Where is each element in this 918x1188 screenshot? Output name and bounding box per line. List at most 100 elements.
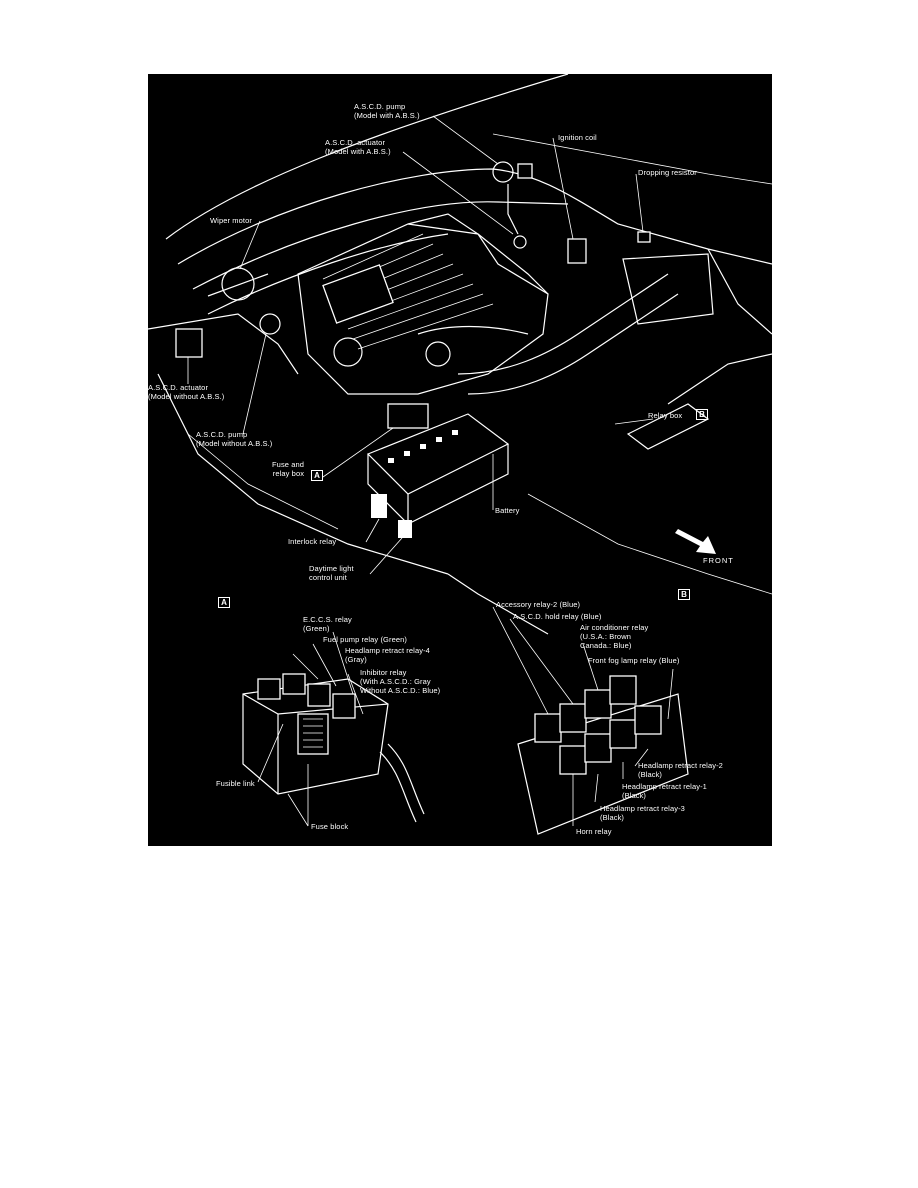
left-fender [148, 313, 299, 375]
label-line: A.S.C.D. pump [354, 102, 406, 111]
intake-duct-top [457, 273, 669, 375]
battery-side [367, 454, 409, 526]
diagram-panel: A.S.C.D. pump (Model with A.B.S.) A.S.C.… [148, 74, 772, 846]
label-headlamp-retract-2: Headlamp retract relay-2 (Black) [638, 761, 723, 779]
front-edge [527, 493, 772, 595]
cowl-line-2 [207, 233, 449, 315]
label-battery: Battery [495, 506, 520, 515]
interlock-relay-body [371, 494, 387, 518]
label-line: A.S.C.D. actuator [148, 383, 209, 392]
dropping-resistor-body [637, 231, 651, 243]
label-horn-relay: Horn relay [576, 827, 612, 836]
label-line: (Black) [600, 813, 625, 822]
label-line: Without A.S.C.D.: Blue) [360, 686, 441, 695]
label-front-fog-lamp-relay: Front fog lamp relay (Blue) [588, 656, 680, 665]
hood-edge [165, 74, 569, 240]
label-line: Headlamp retract relay-1 [622, 782, 707, 791]
label-line: control unit [309, 573, 347, 582]
engine-compartment-drawing [148, 74, 772, 835]
label-line: (Model without A.B.S.) [148, 392, 225, 401]
label-relay-box: Relay box [648, 411, 683, 420]
label-fuse-relay-box: Fuse and relay box [272, 460, 304, 478]
marker-b-engine: B [696, 409, 708, 420]
label-line: A.S.C.D. pump [196, 430, 248, 439]
label-accessory-relay-2: Accessory relay-2 (Blue) [496, 600, 581, 609]
throttle-circle [425, 341, 451, 367]
label-ascd-actuator-abs: A.S.C.D. actuator (Model with A.B.S.) [325, 138, 391, 156]
label-line: (U.S.A.: Brown [580, 632, 631, 641]
engine-block [297, 213, 549, 395]
label-ignition-coil: Ignition coil [558, 133, 597, 142]
marker-a-detail: A [218, 597, 230, 608]
label-interlock-relay: Interlock relay [288, 537, 337, 546]
battery-cell-4 [436, 437, 442, 442]
label-line: (Black) [638, 770, 663, 779]
label-line: E.C.C.S. relay [303, 615, 352, 624]
battery-cell-2 [404, 451, 410, 456]
wiper-motor-body [221, 267, 255, 301]
front-arrow [675, 529, 716, 554]
relay-box-b-detail [492, 606, 689, 835]
label-ascd-actuator-noabs: A.S.C.D. actuator (Model without A.B.S.) [148, 383, 224, 401]
right-fender [707, 248, 772, 335]
hood-line-2 [177, 168, 772, 265]
ascd-pump-noabs-body [259, 313, 281, 335]
air-cleaner [622, 253, 714, 325]
right-apron [667, 353, 772, 405]
battery-cell-1 [388, 458, 394, 463]
label-line: (Green) [303, 624, 330, 633]
intake-duct-bottom [467, 293, 679, 395]
label-inhibitor-relay: Inhibitor relay (With A.S.C.D.: Gray Wit… [360, 668, 440, 695]
label-line: relay box [272, 469, 305, 478]
label-headlamp-retract-1: Headlamp retract relay-1 (Black) [622, 782, 707, 800]
label-ascd-pump-abs: A.S.C.D. pump (Model with A.B.S.) [354, 102, 420, 120]
valve-cover-edge [407, 223, 549, 295]
label-fuse-block: Fuse block [311, 822, 349, 831]
label-line: Headlamp retract relay-2 [638, 761, 723, 770]
fuse-relay-box-body [387, 403, 429, 429]
label-line: Headlamp retract relay-4 [345, 646, 430, 655]
reservoir [333, 337, 363, 367]
label-wiper-motor: Wiper motor [210, 216, 252, 225]
battery-cell-3 [420, 444, 426, 449]
label-headlamp-retract-4: Headlamp retract relay-4 (Gray) [345, 646, 430, 664]
label-dropping-resistor: Dropping resistor [638, 168, 697, 177]
ascd-actuator-body [513, 235, 527, 249]
front-bumper-edge [447, 573, 549, 635]
left-apron [157, 373, 449, 575]
label-line: (Model without A.B.S.) [196, 439, 273, 448]
cowl-line [192, 201, 569, 290]
label-line: Inhibitor relay [360, 668, 407, 677]
plenum [322, 264, 394, 324]
ascd-pump-body [492, 161, 514, 183]
marker-a-engine: A [311, 470, 323, 481]
left-apron-2 [187, 433, 339, 530]
label-line: Headlamp retract relay-3 [600, 804, 685, 813]
ascd-hose [507, 184, 519, 235]
ignition-coil-body [567, 238, 587, 264]
wiper-shaft [207, 273, 269, 297]
label-line: (Black) [622, 791, 647, 800]
marker-b-detail: B [678, 589, 690, 600]
label-line: Canada.: Blue) [580, 641, 632, 650]
label-line: (Model with A.B.S.) [325, 147, 391, 156]
label-line: A.S.C.D. actuator [325, 138, 386, 147]
label-air-conditioner-relay: Air conditioner relay (U.S.A.: Brown Can… [580, 623, 648, 650]
label-line: Fuse and [272, 460, 305, 469]
label-fuel-pump-relay: Fuel pump relay (Green) [323, 635, 407, 644]
label-line: (With A.S.C.D.: Gray [360, 677, 431, 686]
leader-lines [187, 115, 654, 575]
label-front: FRONT [703, 556, 734, 565]
ascd-pump-block [517, 163, 533, 179]
label-eccs-relay: E.C.C.S. relay (Green) [303, 615, 352, 633]
relay-box-b-body [626, 403, 710, 450]
battery-cell-5 [452, 430, 458, 435]
label-line: Air conditioner relay [580, 623, 649, 632]
battery-front [407, 444, 509, 525]
label-line: Daytime light [309, 564, 354, 573]
label-line: (Model with A.B.S.) [354, 111, 420, 120]
label-daytime-light: Daytime light control unit [309, 564, 354, 582]
ascd-actuator-noabs-body [175, 328, 203, 358]
daytime-light-body [398, 520, 412, 538]
label-fusible-link: Fusible link [216, 779, 255, 788]
